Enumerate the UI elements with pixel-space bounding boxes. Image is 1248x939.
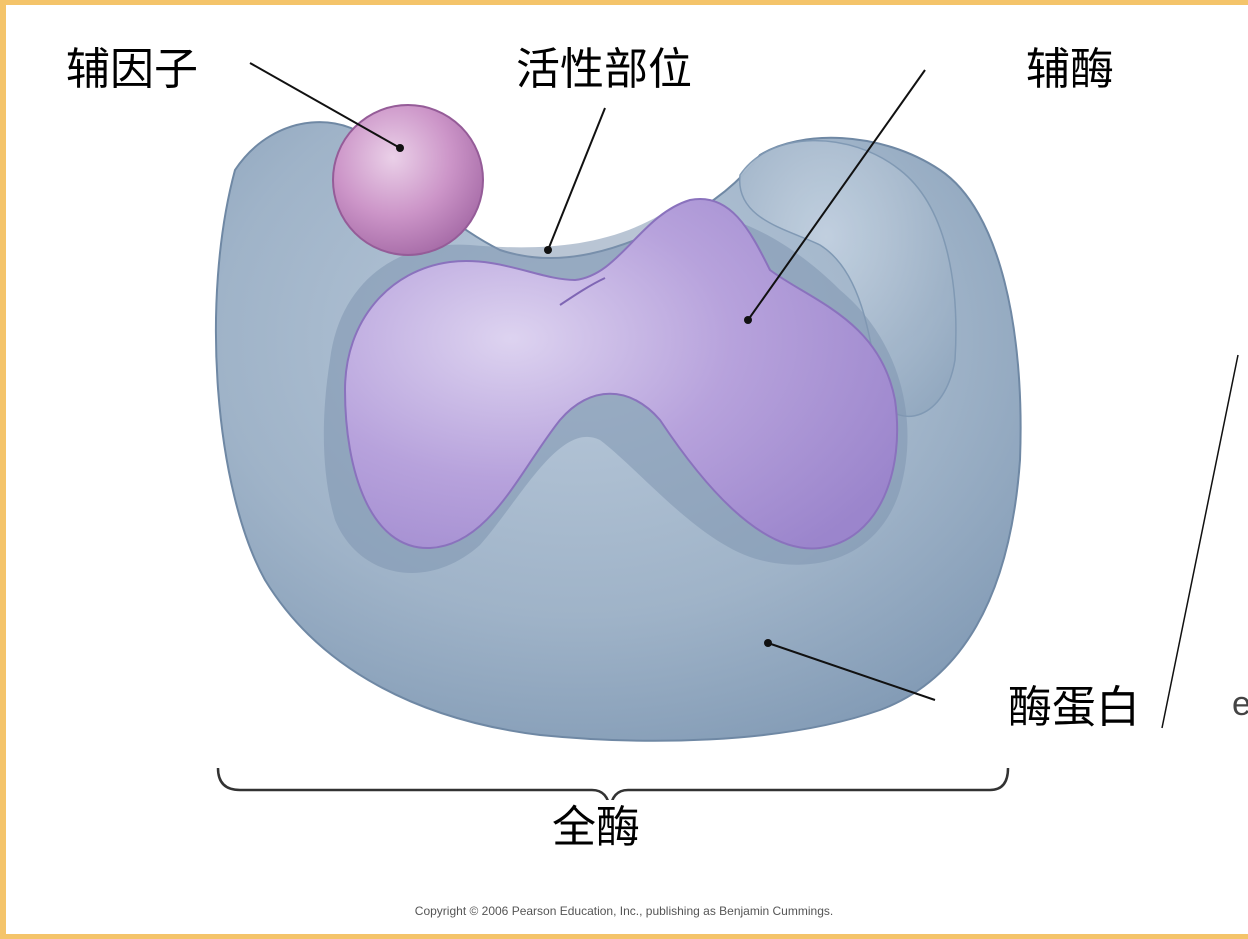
cofactor-label: 辅因子 [62,42,202,98]
coenzyme-point [744,316,752,324]
coenzyme-label: 辅酶 [1022,42,1118,98]
cofactor-point [396,144,404,152]
active-site-label: 活性部位 [512,42,696,98]
copyright-notice: Copyright © 2006 Pearson Education, Inc.… [0,904,1248,918]
cofactor-shape [333,105,483,255]
active-site-point [544,246,552,254]
holoenzyme-label: 全酶 [548,800,644,856]
apoenzyme-secondary-leader [1162,355,1238,728]
clipped-letter: e [1232,685,1248,723]
apoenzyme-point [764,639,772,647]
apoenzyme-label: 酶蛋白 [1004,680,1144,736]
active-site-leader-line [548,108,605,250]
